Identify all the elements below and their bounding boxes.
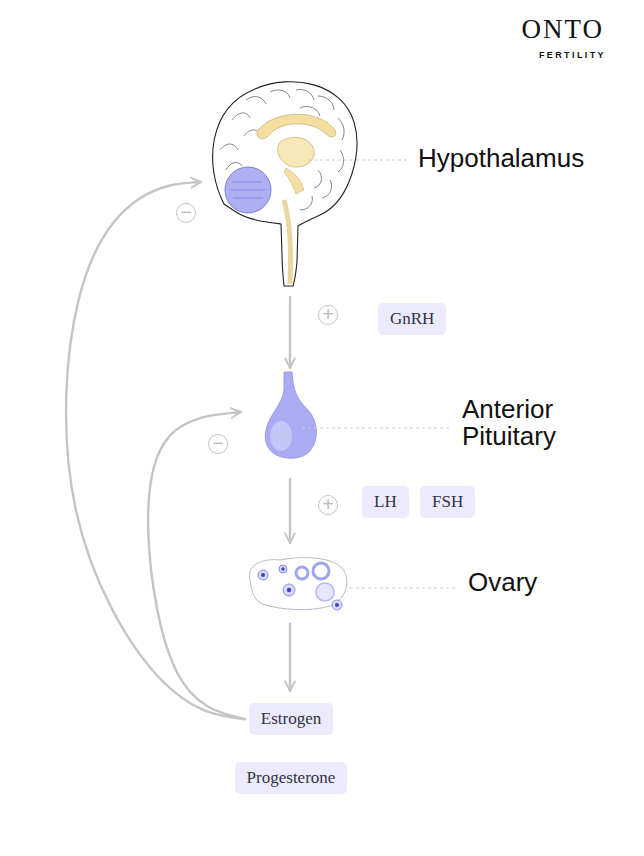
logo-subtitle: FERTILITY <box>539 50 606 60</box>
corpus-callosum <box>257 114 336 139</box>
gyrus-stroke <box>232 113 250 120</box>
leader-line <box>350 588 458 589</box>
ovary-illustration <box>249 558 458 610</box>
hormone-label: LH <box>374 492 397 512</box>
hormone-box: Progesterone <box>235 762 348 794</box>
gyrus-stroke <box>300 196 312 210</box>
gyrus-stroke <box>318 96 334 110</box>
gyrus-stroke <box>338 150 344 172</box>
cerebellum-folds <box>230 182 266 198</box>
connector-arrow <box>289 624 291 691</box>
organ-label: Ovary <box>468 569 537 596</box>
organ-node: Hypothalamus <box>205 70 625 295</box>
organ-label: Hypothalamus <box>418 145 584 172</box>
gyrus-stroke <box>270 90 290 98</box>
organ-node: Anterior Pituitary <box>245 360 625 465</box>
pituitary-illustration <box>265 372 450 458</box>
hormone-box: GnRH <box>378 303 446 335</box>
logo-wordmark: ONTO <box>521 14 604 45</box>
hormone-box: LH <box>362 486 409 518</box>
gyrus-stroke <box>220 144 238 150</box>
gyrus-stroke <box>246 97 266 104</box>
thalamus <box>278 137 315 167</box>
organ-node: Ovary <box>240 545 625 620</box>
connector-arrow <box>289 479 291 543</box>
sign-symbol: − <box>176 203 196 223</box>
gyrus-stroke <box>322 180 332 198</box>
pituitary-gland <box>265 372 316 458</box>
pituitary-lobe <box>270 421 292 451</box>
leader-line <box>302 428 450 429</box>
hormone-label: Progesterone <box>247 768 336 788</box>
ovary-outline <box>249 558 347 610</box>
organ-label: Anterior Pituitary <box>462 396 612 451</box>
sign-symbol: − <box>208 434 228 454</box>
hormone-box: Estrogen <box>249 703 333 735</box>
sign-symbol: + <box>318 305 338 325</box>
cerebellum <box>225 167 271 213</box>
leader-line <box>308 160 408 161</box>
hormone-label: FSH <box>432 492 463 512</box>
connector-arrow <box>66 182 245 719</box>
brain-illustration <box>213 82 408 286</box>
hormone-label: GnRH <box>390 309 434 329</box>
gyrus-stroke <box>338 118 344 140</box>
brain-outline <box>213 82 357 286</box>
brainstem <box>284 200 291 284</box>
hormone-label: Estrogen <box>261 709 321 729</box>
connector-arrow <box>148 412 245 719</box>
hypothalamus-region <box>284 168 304 194</box>
gyrus-stroke <box>296 89 314 100</box>
hormone-box: FSH <box>420 486 475 518</box>
sign-symbol: + <box>318 495 338 515</box>
connector-arrow <box>289 297 291 368</box>
gyrus-stroke <box>314 170 321 188</box>
